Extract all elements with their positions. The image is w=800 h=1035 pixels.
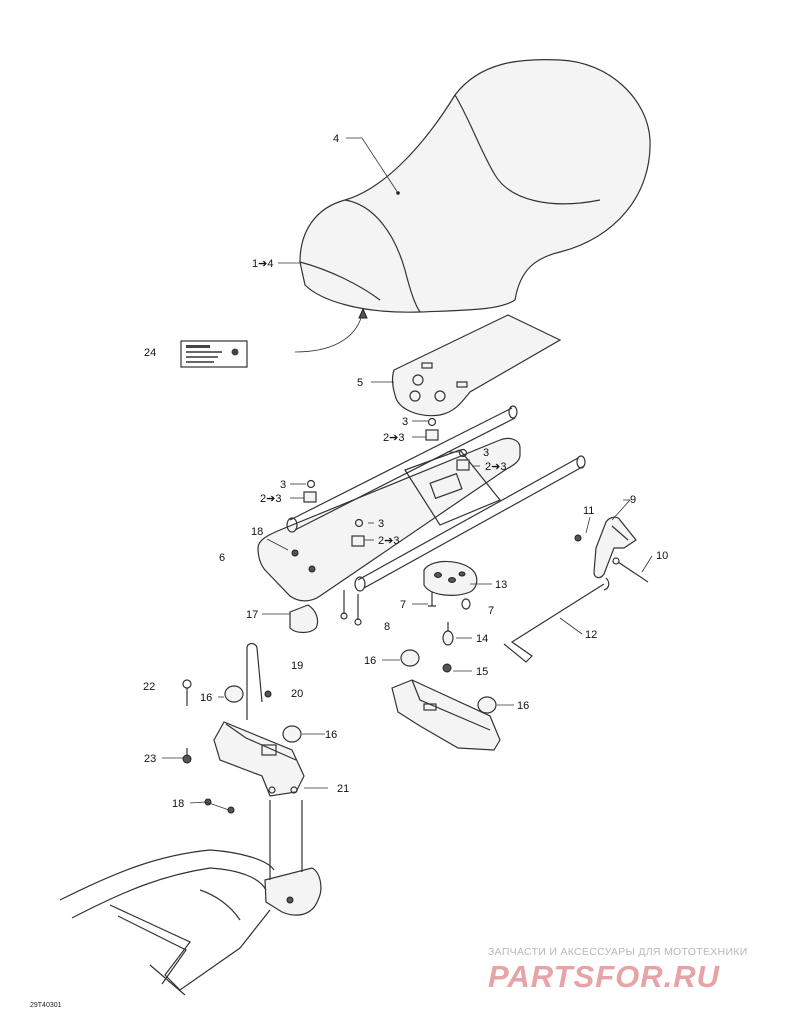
label-3-d: 3 bbox=[378, 518, 384, 530]
stopper-bracket-part[interactable] bbox=[289, 604, 319, 634]
label-21: 21 bbox=[337, 783, 349, 795]
label-10: 10 bbox=[656, 550, 668, 562]
label-4: 4 bbox=[333, 133, 339, 145]
seat-base-plate-part[interactable] bbox=[392, 314, 562, 417]
u-bolt-part[interactable] bbox=[246, 642, 263, 721]
pivot-nut-part[interactable] bbox=[574, 534, 582, 542]
label-9: 9 bbox=[630, 494, 636, 506]
latch-plate-part[interactable] bbox=[423, 560, 478, 596]
label-16-d: 16 bbox=[517, 700, 529, 712]
rubber-stoppers[interactable] bbox=[224, 649, 497, 743]
label-2-3-c: 2➔3 bbox=[260, 493, 281, 505]
drawing-code: 29T40301 bbox=[30, 1002, 62, 1009]
label-3-a: 3 bbox=[402, 416, 408, 428]
front-support-bracket-part[interactable] bbox=[213, 721, 305, 797]
latch-hook-part[interactable] bbox=[593, 516, 637, 579]
label-15: 15 bbox=[476, 666, 488, 678]
label-2-3-b: 2➔3 bbox=[485, 461, 506, 473]
label-2-3-a: 2➔3 bbox=[383, 432, 404, 444]
label-16-b: 16 bbox=[200, 692, 212, 704]
label-decal-part[interactable] bbox=[180, 340, 248, 368]
label-16-c: 16 bbox=[325, 729, 337, 741]
label-2-3-d: 2➔3 bbox=[378, 535, 399, 547]
watermark-tagline: ЗАПЧАСТИ И АКСЕССУАРЫ ДЛЯ МОТОТЕХНИКИ bbox=[488, 946, 748, 958]
watermark: ЗАПЧАСТИ И АКСЕССУАРЫ ДЛЯ МОТОТЕХНИКИ PA… bbox=[488, 946, 748, 994]
label-7-b: 7 bbox=[488, 605, 494, 617]
label-5: 5 bbox=[357, 377, 363, 389]
label-18-b: 18 bbox=[172, 798, 184, 810]
label-12: 12 bbox=[585, 629, 597, 641]
label-11: 11 bbox=[583, 505, 594, 517]
watermark-logo: PARTSFOR.RU bbox=[488, 959, 721, 994]
label-24: 24 bbox=[144, 347, 156, 359]
seat-frame-part[interactable] bbox=[257, 405, 586, 602]
bracket-fasteners bbox=[182, 679, 272, 814]
callout-labels: 4 1➔4 24 5 3 2➔3 3 2➔3 3 2➔3 3 2➔3 18 6 … bbox=[143, 133, 668, 810]
label-3-b: 3 bbox=[483, 447, 489, 459]
label-7-a: 7 bbox=[400, 599, 406, 611]
label-20: 20 bbox=[291, 688, 303, 700]
label-22: 22 bbox=[143, 681, 155, 693]
label-23: 23 bbox=[144, 753, 156, 765]
label-3-c: 3 bbox=[280, 479, 286, 491]
latch-support-part[interactable] bbox=[391, 679, 501, 751]
leader-lines bbox=[162, 137, 653, 811]
label-8: 8 bbox=[384, 621, 390, 633]
vehicle-frame-part[interactable] bbox=[59, 800, 322, 996]
release-cable-part[interactable] bbox=[503, 577, 610, 663]
label-13: 13 bbox=[495, 579, 507, 591]
fasteners bbox=[291, 417, 471, 673]
pivot-bolt-part[interactable] bbox=[612, 557, 649, 583]
label-18-a: 18 bbox=[251, 526, 263, 538]
label-6: 6 bbox=[219, 552, 225, 564]
label-16-a: 16 bbox=[364, 655, 376, 667]
label-19: 19 bbox=[291, 660, 303, 672]
label-14: 14 bbox=[476, 633, 488, 645]
seat-part[interactable] bbox=[299, 59, 651, 313]
label-17: 17 bbox=[246, 609, 258, 621]
label-1-4: 1➔4 bbox=[252, 258, 273, 270]
